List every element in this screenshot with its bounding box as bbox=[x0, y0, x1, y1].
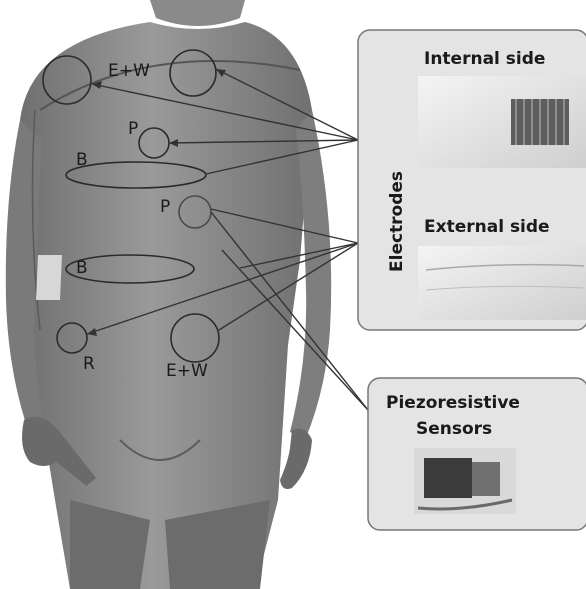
electrodes-title: Electrodes bbox=[387, 171, 407, 272]
external-side-label: External side bbox=[424, 217, 550, 237]
internal-side-label: Internal side bbox=[424, 49, 545, 69]
piezo-title-line2: Sensors bbox=[416, 419, 492, 439]
right-hand bbox=[280, 429, 312, 489]
label-b-lower: B bbox=[76, 258, 88, 278]
piezo-sensor-strip bbox=[472, 462, 500, 496]
label-p-upper: P bbox=[128, 119, 138, 139]
piezo-sensor-device bbox=[424, 458, 472, 498]
external-side-photo bbox=[418, 246, 586, 320]
label-ew-top: E+W bbox=[108, 61, 150, 81]
piezo-panel: Piezoresistive Sensors bbox=[368, 378, 586, 530]
person-figure bbox=[6, 0, 331, 589]
label-r: R bbox=[83, 354, 95, 374]
piezo-title-line1: Piezoresistive bbox=[386, 393, 520, 413]
label-b-upper: B bbox=[76, 150, 88, 170]
label-p-lower: P bbox=[160, 197, 170, 217]
head-shape bbox=[150, 0, 245, 26]
wrist-band-left bbox=[36, 255, 62, 300]
electrodes-panel: Electrodes Internal side External side bbox=[358, 30, 586, 330]
label-ew-bottom: E+W bbox=[166, 361, 208, 381]
